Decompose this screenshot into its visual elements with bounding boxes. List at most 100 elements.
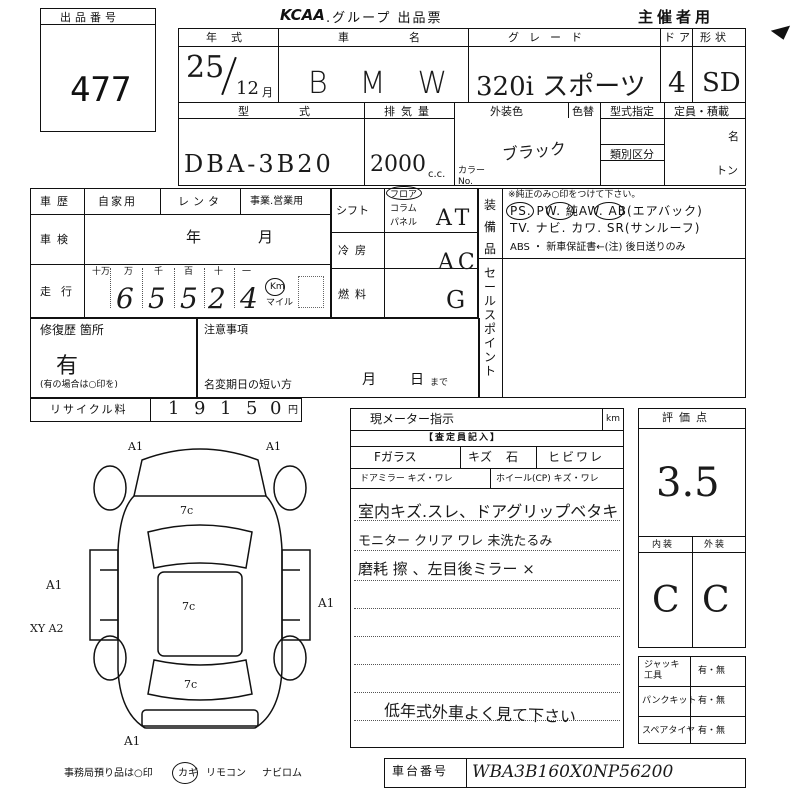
wheel-condition: ホイール(CP) キズ・ワレ <box>496 474 599 484</box>
repaint-header: 色替 <box>572 105 594 118</box>
col-line <box>278 28 279 102</box>
mileage-digit: 4 <box>240 282 258 315</box>
cc-unit: c.c. <box>428 169 446 180</box>
row-line <box>600 160 664 161</box>
col-line <box>692 28 693 102</box>
recycle-digit: 0 <box>270 398 282 419</box>
glass-label: Fガラス <box>374 450 417 464</box>
mile-option: マイル <box>266 298 294 308</box>
shift-label: シフト <box>336 204 369 217</box>
mileage-digit: 5 <box>180 282 198 315</box>
row-line <box>330 232 478 233</box>
chassis-label: 車台番号 <box>392 764 449 778</box>
private-use-option: 自家用 <box>98 195 137 208</box>
deadline-month: 月 <box>362 372 376 388</box>
lot-number-box <box>40 8 156 132</box>
comment-line <box>354 520 620 521</box>
car-mark: 7c <box>180 504 193 517</box>
row-line <box>638 686 746 687</box>
puncture-choice: 有・無 <box>698 696 726 706</box>
col-line <box>240 188 241 214</box>
col-line <box>664 102 665 186</box>
digit-sep <box>204 268 205 308</box>
comment-line-3: 磨耗 擦 、左目後ミラー × <box>358 560 535 578</box>
row-line <box>350 430 624 431</box>
equipment-row-3: ABS ・ 新車保証書←(注) 後日送りのみ <box>510 242 686 253</box>
color-header: 外装色 <box>490 105 523 118</box>
exterior-label: 外装 <box>704 540 727 550</box>
repair-value: 有 <box>56 354 79 379</box>
shift-column: コラム <box>390 204 417 214</box>
grade-score: 3.5 <box>656 460 720 506</box>
grade-value: 320i スポーツ <box>476 72 646 102</box>
digit-label: 千 <box>154 267 164 277</box>
shape-header: 形状 <box>700 31 730 44</box>
comment-line <box>354 664 620 665</box>
digit-label: 十 <box>214 267 224 277</box>
kcaa-logo: KCAA <box>280 6 325 24</box>
navi-option: ナビロム <box>262 768 302 779</box>
lot-number-divider <box>40 24 156 25</box>
recycle-digits: 1 9 1 5 0 <box>150 398 300 422</box>
recycle-digit: 5 <box>246 398 258 419</box>
recycle-digit: 1 <box>220 398 232 419</box>
digit-label: 万 <box>124 267 134 277</box>
digit-sep <box>110 268 111 308</box>
capacity-header: 定員・積載 <box>674 105 729 118</box>
comment-line-2: モニター クリア ワレ 未洗たるみ <box>358 534 553 549</box>
damage-mark-left-2: XY A2 <box>30 622 64 635</box>
col-line <box>660 28 661 102</box>
glass-chip: 石 <box>506 450 519 464</box>
model-value: DBA-3B20 <box>184 150 334 178</box>
row-line <box>478 258 746 259</box>
chassis-number: WBA3B160X0NP56200 <box>472 762 674 782</box>
comment-line <box>354 580 620 581</box>
ps-circle-mark <box>506 202 534 220</box>
mileage-digit: 6 <box>116 282 134 315</box>
col-line <box>460 446 461 468</box>
glass-crack: ヒビワレ <box>548 450 605 464</box>
remote-option: リモコン <box>206 768 246 779</box>
displacement-value: 2000 <box>370 152 426 177</box>
equipment-label: 装備品 <box>484 198 497 256</box>
col-line <box>160 188 161 214</box>
keys-circle-mark <box>172 762 198 784</box>
make-header: 車名 <box>338 31 480 44</box>
deadline-until: まで <box>430 378 449 388</box>
col-line <box>84 188 85 318</box>
inspector-box <box>350 408 624 748</box>
equipment-table <box>478 188 746 398</box>
digit-label: 十万 <box>92 267 111 277</box>
group-title: .グループ 出品票 <box>326 11 443 26</box>
lot-number-label: 出品番号 <box>60 11 120 24</box>
mileage-label: 走行 <box>40 285 82 298</box>
model-header: 型式 <box>238 105 360 118</box>
damage-mark-bottom: A1 <box>124 734 141 748</box>
row-line <box>30 214 332 215</box>
digit-label: 一 <box>242 267 252 277</box>
col-line <box>466 758 467 788</box>
mileage-digits: 十万 万 千 百 十 一 6 5 5 2 4 <box>84 264 264 318</box>
capacity-people-unit: 名 <box>728 130 739 143</box>
doors-value: 4 <box>668 66 686 99</box>
comment-line-1: 室内キズ.スレ、ドアグリップベタキ <box>358 502 619 521</box>
equipment-row-2: TV. ナビ. カワ. SR(サンルーフ) <box>510 221 701 235</box>
puncture-label: パンクキット <box>642 696 697 706</box>
meter-label: 現メーター指示 <box>370 412 455 426</box>
deadline-label: 名変期日の短い方 <box>204 378 292 391</box>
col-line <box>568 102 569 118</box>
car-damage-diagram: A1 A1 7c 7c 7c <box>89 440 311 729</box>
repair-label: 修復歴 箇所 <box>40 323 104 337</box>
jack-label: ジャッキ工具 <box>644 660 680 681</box>
meter-unit: km <box>606 414 620 424</box>
capacity-ton-unit: トン <box>716 164 738 177</box>
chassis-box <box>384 758 746 788</box>
equipment-note: ※純正のみ○印をつけて下さい。 <box>508 190 641 200</box>
col-line <box>384 188 385 318</box>
displacement-header: 排気量 <box>384 105 435 118</box>
inspection-month-unit: 月 <box>258 228 274 246</box>
row-line <box>350 446 624 447</box>
month-unit: 月 <box>262 86 273 99</box>
fuel-value: G <box>446 286 466 314</box>
color-no-label: カラーNo. <box>458 166 486 187</box>
